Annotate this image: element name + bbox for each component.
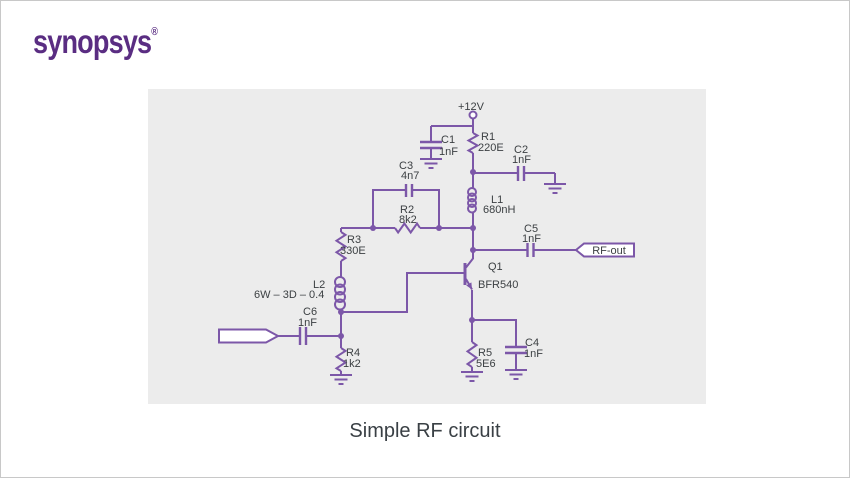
supply-label: +12V [458, 101, 485, 113]
value-C1: 1nF [439, 146, 458, 158]
inductor-L2-symbol [334, 276, 346, 311]
emitter-arrow-icon [466, 282, 472, 290]
value-C6: 1nF [298, 317, 317, 329]
value-C4: 1nF [524, 348, 543, 360]
label-C4: C4 [525, 337, 539, 349]
wires [278, 118, 576, 375]
value-R1: 220E [478, 142, 504, 154]
value-R3: 330E [340, 245, 366, 257]
value-R4: 1k2 [343, 358, 361, 370]
label-R5: R5 [478, 347, 492, 359]
circuit-schematic: +12V R1 220E C1 1nF C2 1nF [218, 101, 635, 385]
value-C3: 4n7 [401, 170, 419, 182]
label-L2: L2 [313, 279, 325, 291]
input-port-tag [218, 328, 281, 344]
ground-icon [461, 371, 483, 382]
capacitor-C4-symbol [505, 345, 527, 355]
capacitor-C6-symbol [298, 327, 308, 345]
resistor-R3-symbol [334, 231, 348, 262]
value-C2: 1nF [512, 154, 531, 166]
supply-terminal-icon [468, 110, 478, 120]
schematic-panel: +12V R1 220E C1 1nF C2 1nF [148, 89, 706, 404]
value-L1: 680nH [483, 204, 515, 216]
synopsys-logo: synopsys® [33, 23, 158, 61]
capacitor-C3-symbol [404, 184, 414, 197]
value-Q1: BFR540 [478, 279, 518, 291]
value-R5: 5E6 [476, 358, 496, 370]
resistor-R1-symbol [466, 132, 480, 154]
ground-icon [420, 158, 442, 169]
ground-icon [544, 183, 566, 194]
label-C1: C1 [441, 134, 455, 146]
capacitor-C2-symbol [516, 166, 526, 181]
label-C2: C2 [514, 144, 528, 156]
label-R3: R3 [347, 234, 361, 246]
ground-icon [330, 374, 352, 385]
label-R2: R2 [400, 204, 414, 216]
registered-trademark-icon: ® [151, 26, 158, 38]
value-C5: 1nF [522, 233, 541, 245]
resistor-R4-symbol [334, 347, 348, 372]
output-port-tag [574, 242, 635, 258]
label-C6: C6 [303, 306, 317, 318]
capacitor-C1-symbol [420, 140, 442, 150]
junction-dots [338, 169, 476, 339]
output-port-label: RF-out [592, 245, 626, 257]
transistor-Q1-symbol [463, 257, 474, 290]
label-R4: R4 [346, 347, 360, 359]
label-Q1: Q1 [488, 261, 503, 273]
label-C3: C3 [399, 160, 413, 172]
value-R2: 8k2 [399, 214, 417, 226]
logo-wordmark: synopsys [33, 23, 152, 60]
label-R1: R1 [481, 131, 495, 143]
label-C5: C5 [524, 223, 538, 235]
capacitor-C5-symbol [526, 243, 535, 257]
inductor-L1-symbol [467, 187, 477, 214]
label-L1: L1 [491, 194, 503, 206]
value-L2: 6W – 3D – 0.4 [254, 289, 324, 301]
resistor-R5-symbol [465, 341, 479, 368]
caption: Simple RF circuit [349, 420, 501, 442]
resistor-R2-symbol [394, 221, 421, 235]
ground-icon [505, 369, 527, 380]
